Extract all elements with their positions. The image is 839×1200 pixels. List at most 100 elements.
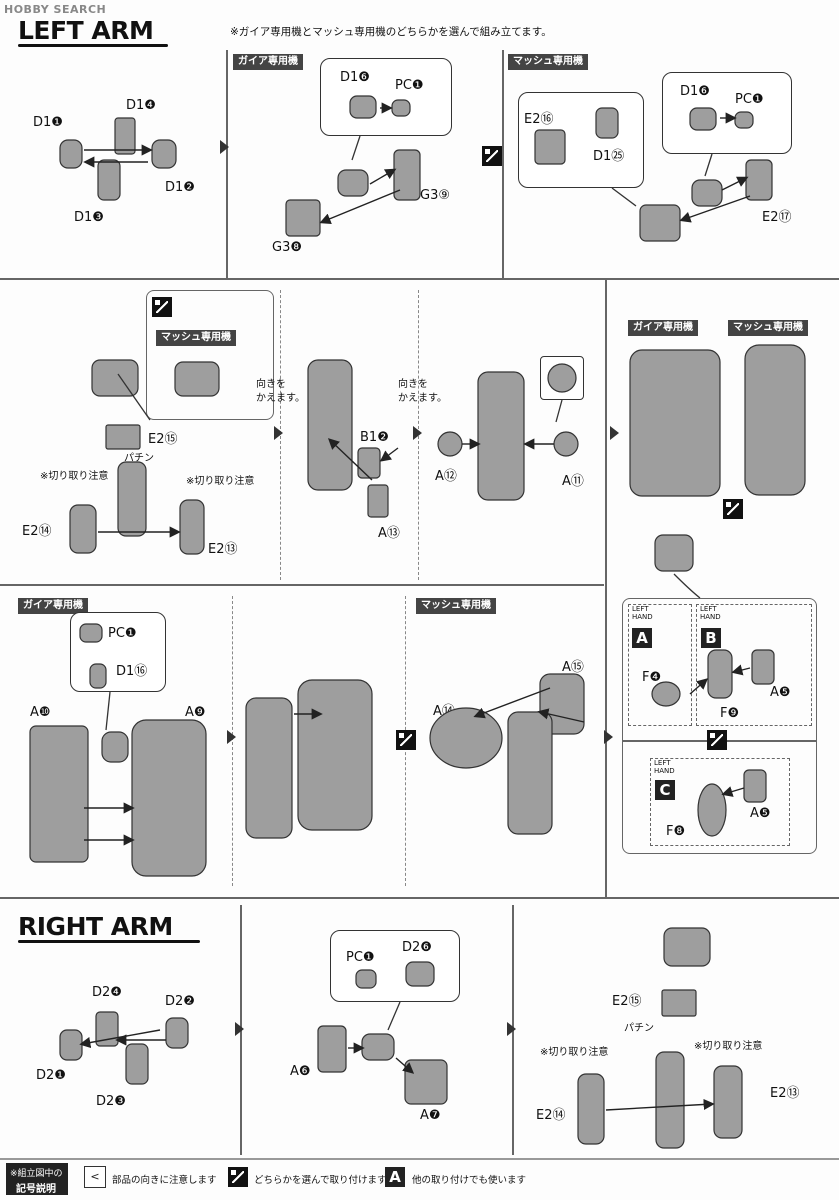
hand-a-box bbox=[628, 604, 692, 726]
choice-icon-hands bbox=[707, 730, 727, 750]
label-e2-17: E2⑰ bbox=[762, 210, 792, 225]
part-d1-3 bbox=[97, 159, 121, 201]
label-f4: F❹ bbox=[642, 670, 662, 685]
part-elbow-ra bbox=[361, 1033, 395, 1061]
right-arm-title-underline bbox=[18, 940, 200, 943]
choice-icon-hands-top bbox=[723, 499, 743, 519]
snap-sound-text-ra: パチン bbox=[624, 1023, 654, 1034]
label-b1-2: B1❷ bbox=[360, 430, 389, 445]
part-a14 bbox=[429, 707, 503, 769]
part-d1-16 bbox=[89, 663, 107, 689]
part-d1-25 bbox=[595, 107, 619, 139]
label-d1-2: D1❷ bbox=[165, 180, 195, 195]
part-a10 bbox=[29, 725, 89, 863]
legend-divider bbox=[0, 1158, 839, 1160]
part-e2-17 bbox=[745, 159, 773, 201]
part-gaia-arm-complete bbox=[629, 349, 721, 497]
step-arrow-ra-1 bbox=[235, 1022, 244, 1036]
label-pc1-gaia: PC❶ bbox=[395, 78, 424, 93]
label-e2-16: E2⑯ bbox=[524, 112, 554, 127]
part-d1-1 bbox=[59, 139, 83, 169]
hand-b-box bbox=[696, 604, 812, 726]
part-pc1-r3 bbox=[79, 623, 103, 643]
label-d2-2: D2❷ bbox=[165, 994, 195, 1009]
label-pc1-r3: PC❶ bbox=[108, 626, 137, 641]
part-arm-r3c bbox=[507, 711, 553, 835]
part-mash-arm-complete bbox=[744, 344, 806, 496]
part-a12 bbox=[437, 431, 463, 457]
col-divider-r1-a bbox=[226, 50, 228, 278]
label-f9: F❾ bbox=[720, 706, 740, 721]
cut-caution-note-ra-r: ※切り取り注意 bbox=[694, 1041, 763, 1052]
choice-icon-r1 bbox=[482, 146, 502, 166]
label-e2-13: E2⑬ bbox=[208, 542, 238, 557]
label-a7: A❼ bbox=[420, 1108, 441, 1123]
label-a11: A⑪ bbox=[562, 474, 584, 489]
choice-icon-r2 bbox=[152, 297, 172, 317]
part-a9 bbox=[131, 719, 207, 877]
row-divider-3 bbox=[0, 897, 839, 899]
gaia-tag-r3: ガイア専用機 bbox=[18, 598, 88, 614]
label-e2-14-ra: E2⑭ bbox=[536, 1108, 566, 1123]
part-elbow-gaia bbox=[337, 169, 369, 197]
part-shoulder-r2 bbox=[91, 359, 139, 397]
part-d1-2 bbox=[151, 139, 177, 169]
label-pc1-ra: PC❶ bbox=[346, 950, 375, 965]
label-a5: A❺ bbox=[770, 685, 791, 700]
other-use-letter-icon: A bbox=[385, 1167, 405, 1187]
hand-letter-c: C bbox=[655, 780, 675, 800]
gaia-tag-r2: ガイア専用機 bbox=[628, 320, 698, 336]
step-arrow-r3-1 bbox=[227, 730, 236, 744]
part-d2-4 bbox=[95, 1011, 119, 1047]
label-a15: A⑮ bbox=[562, 660, 584, 675]
part-f8 bbox=[697, 783, 727, 837]
right-arm-title: RIGHT ARM bbox=[18, 912, 173, 941]
legend-item-choice: どちらかを選んで取り付けます bbox=[254, 1175, 387, 1186]
label-d1-25: D1㉕ bbox=[593, 149, 625, 164]
legend-title-box bbox=[6, 1163, 68, 1195]
label-d2-4: D2❹ bbox=[92, 985, 122, 1000]
mash-tag-r1: マッシュ専用機 bbox=[508, 54, 588, 70]
part-e2-13 bbox=[179, 499, 205, 555]
part-d2-3 bbox=[125, 1043, 149, 1085]
label-e2-15: E2⑮ bbox=[148, 432, 178, 447]
label-pc1-mash: PC❶ bbox=[735, 92, 764, 107]
hand-c-box bbox=[650, 758, 790, 846]
label-d1-6-gaia: D1❻ bbox=[340, 70, 370, 85]
part-upper-arm-r2 bbox=[117, 461, 147, 537]
label-d1-1: D1❶ bbox=[33, 115, 63, 130]
mash-tag-r2b: マッシュ専用機 bbox=[728, 320, 808, 336]
choice-icon-r3 bbox=[396, 730, 416, 750]
label-g3-8: G3❽ bbox=[272, 240, 302, 255]
part-pc1-mash bbox=[734, 111, 754, 129]
hands-panel bbox=[622, 598, 817, 854]
label-e2-15-ra: E2⑮ bbox=[612, 994, 642, 1009]
part-pc1-ra bbox=[355, 969, 377, 989]
label-e2-14: E2⑭ bbox=[22, 524, 52, 539]
snap-sound-text: パチン bbox=[124, 453, 154, 464]
rotate-note-1b: かえます。 bbox=[256, 393, 305, 404]
legend-title-2: 記号説明 bbox=[16, 1184, 56, 1195]
legend-item-orientation: 部品の向きに注意します bbox=[112, 1175, 217, 1186]
part-e2-16 bbox=[534, 129, 566, 165]
part-shoulder-ra bbox=[663, 927, 711, 967]
mash-tag-r3: マッシュ専用機 bbox=[416, 598, 496, 614]
watermark: HOBBY SEARCH bbox=[4, 3, 107, 16]
label-a13: A⑬ bbox=[378, 526, 400, 541]
choice-icon-legend bbox=[228, 1167, 248, 1187]
label-a12: A⑫ bbox=[435, 469, 457, 484]
part-arm-r2c bbox=[477, 371, 525, 501]
label-a10: A❿ bbox=[30, 705, 51, 720]
callout-bubble-ra bbox=[330, 930, 460, 1002]
part-a6 bbox=[317, 1025, 347, 1073]
cut-caution-note-r: ※切り取り注意 bbox=[186, 476, 255, 487]
label-g3-9: G3⑨ bbox=[420, 188, 450, 203]
gaia-tag-r1: ガイア専用機 bbox=[233, 54, 303, 70]
part-e2-13-ra bbox=[713, 1065, 743, 1139]
left-hand-label-b: LEFT HAND bbox=[700, 605, 721, 621]
hand-letter-b: B bbox=[701, 628, 721, 648]
part-a13 bbox=[367, 484, 389, 518]
left-arm-intro-note: ※ガイア専用機とマッシュ専用機のどちらかを選んで組み立てます。 bbox=[230, 26, 552, 38]
